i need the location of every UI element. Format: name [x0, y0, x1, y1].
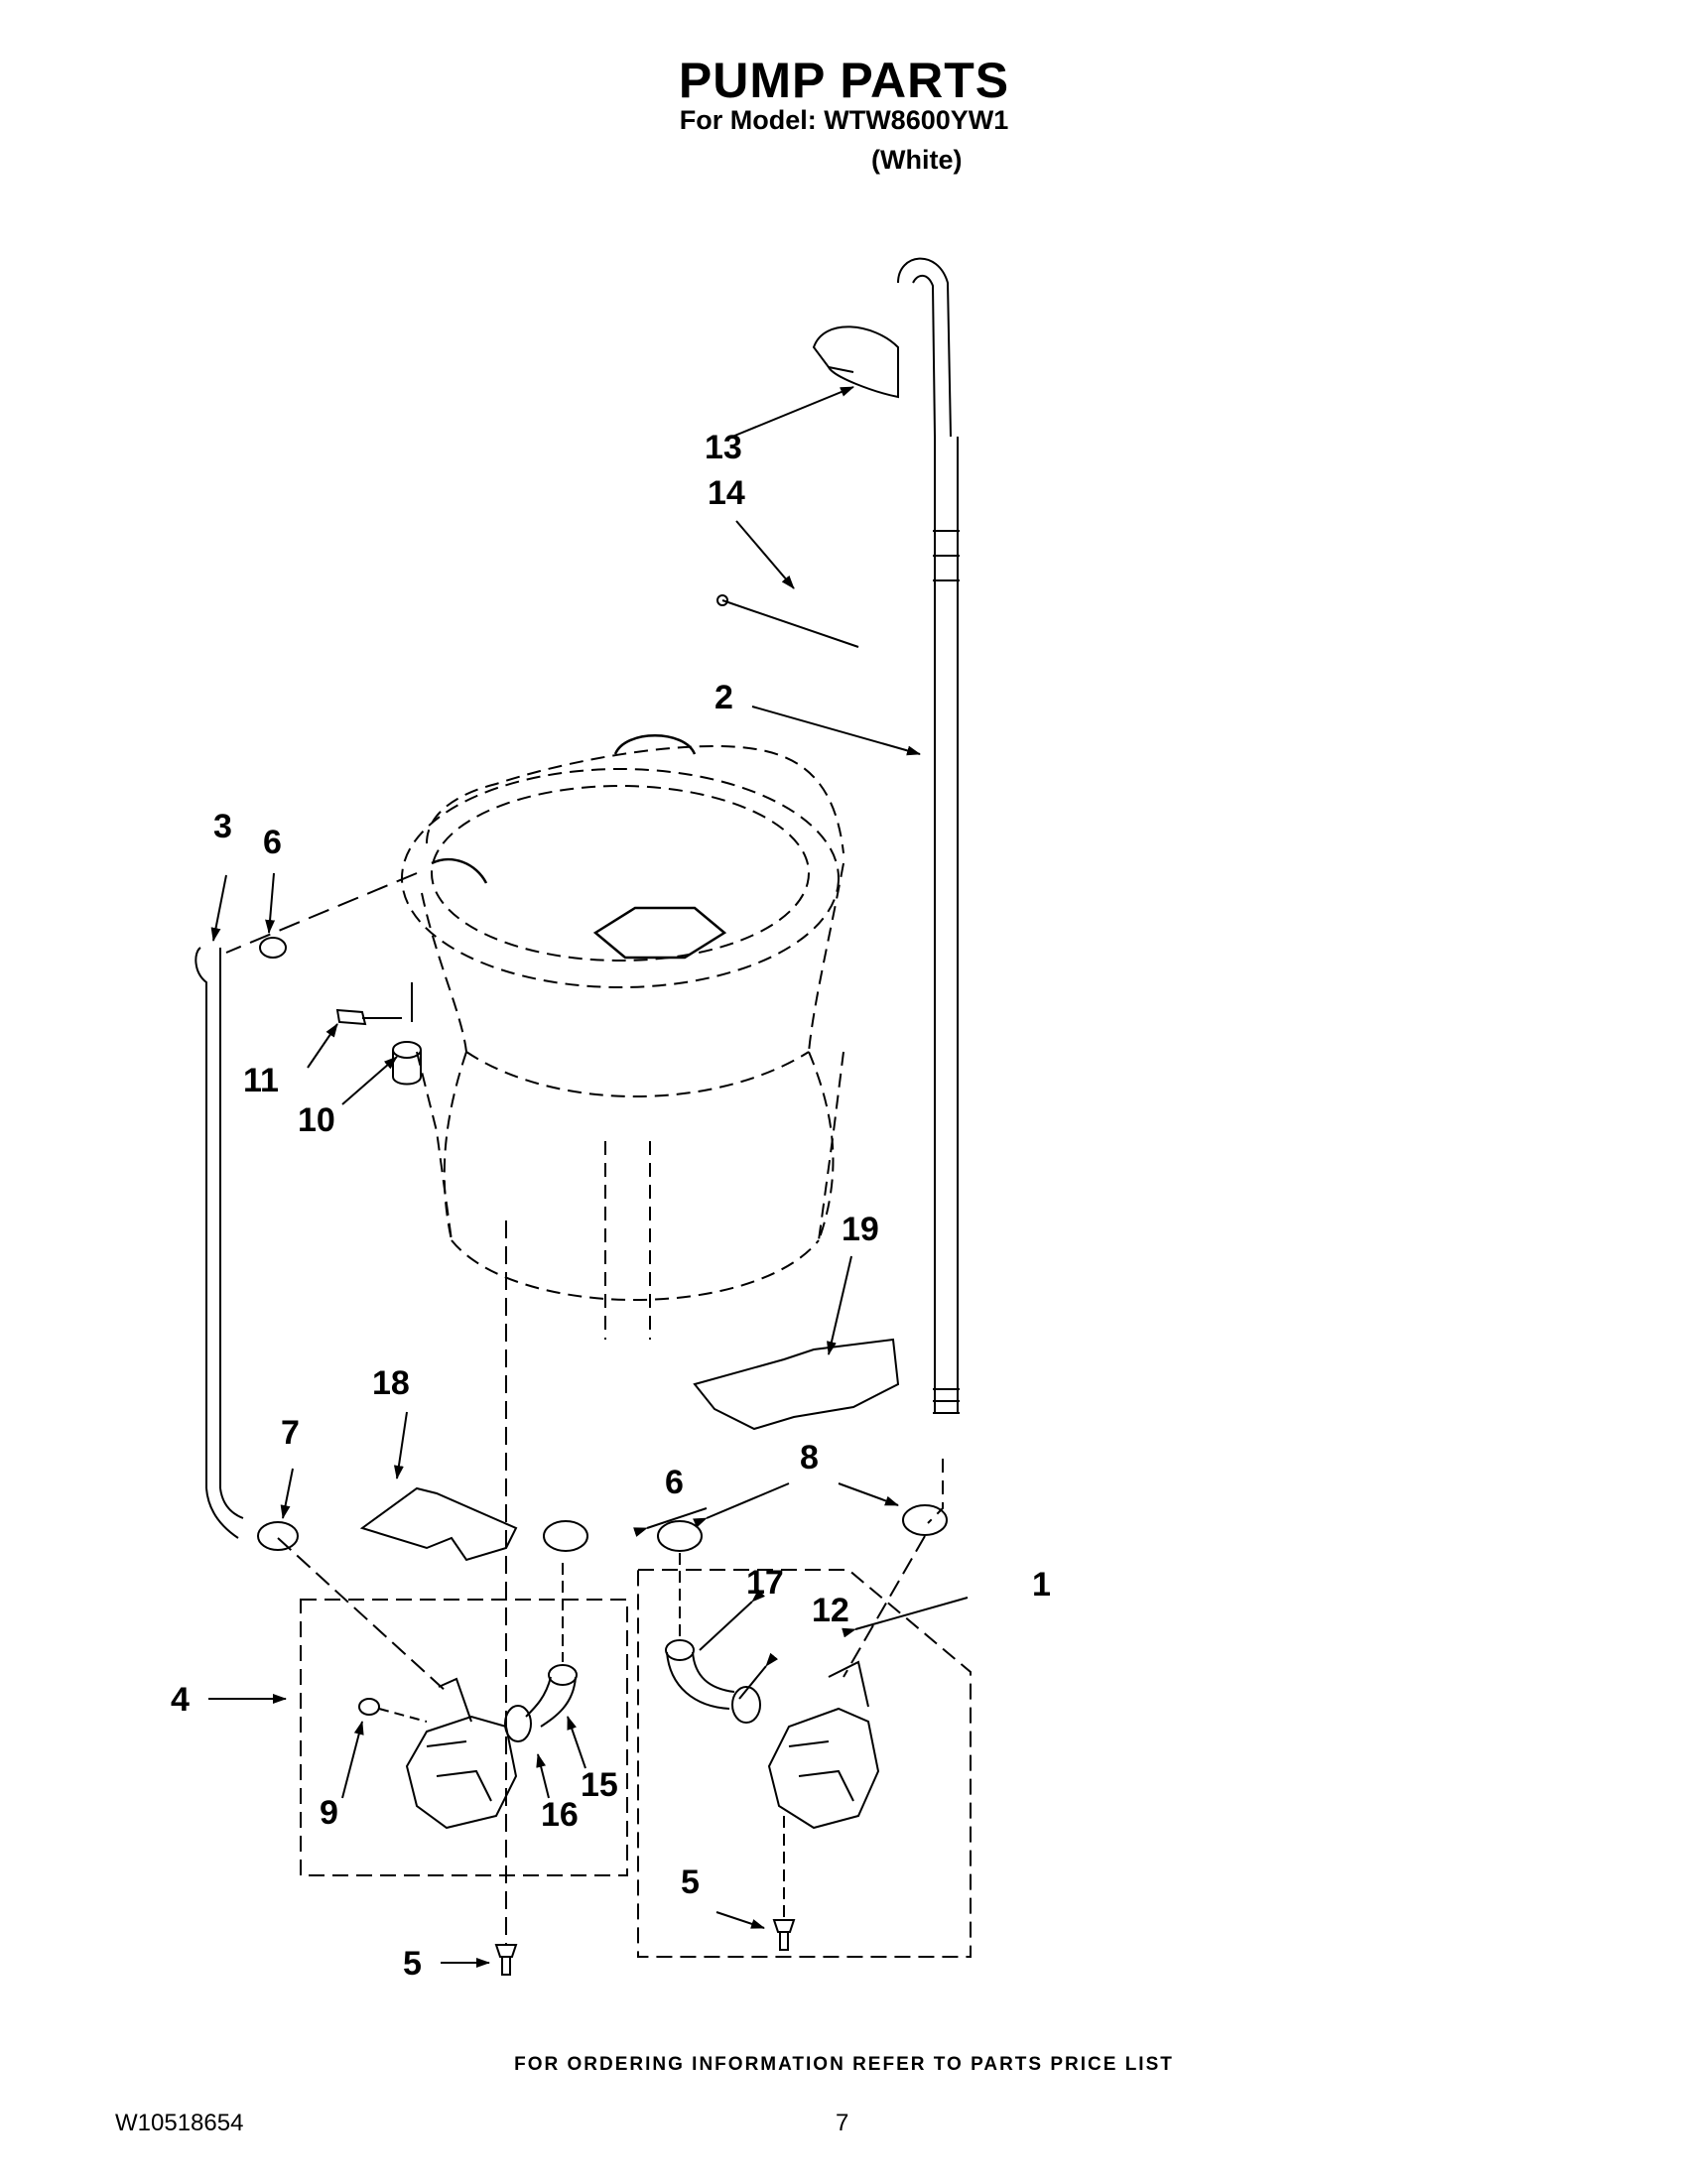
hose-clip	[812, 325, 899, 399]
callout-2: 2	[714, 679, 733, 716]
pump-assembly-box-4	[300, 1599, 628, 1876]
callout-6-lower: 6	[665, 1464, 684, 1501]
callout-18: 18	[372, 1364, 410, 1402]
callout-1: 1	[1032, 1566, 1051, 1604]
cable-tie	[716, 594, 859, 648]
pump-hose-left	[195, 872, 418, 1539]
drain-pump-right	[767, 1535, 926, 1920]
callout-8: 8	[800, 1439, 819, 1477]
pump-shield-right	[693, 1338, 900, 1431]
callout-3: 3	[213, 808, 232, 845]
callout-5-left: 5	[403, 1945, 422, 1983]
callout-14: 14	[708, 474, 745, 512]
pump-seal-left	[504, 1705, 532, 1742]
tub-bracket	[392, 982, 422, 1086]
hose-clamp-6-lower	[543, 1520, 588, 1552]
pump-elbow-right	[665, 1553, 735, 1710]
callout-16: 16	[541, 1796, 579, 1834]
callout-4: 4	[171, 1681, 190, 1719]
document-number: W10518654	[115, 2110, 244, 2136]
callout-9: 9	[320, 1794, 338, 1832]
tub-screw	[335, 1008, 402, 1026]
callout-11: 11	[243, 1062, 279, 1099]
tub-details	[431, 734, 727, 960]
callout-7: 7	[281, 1414, 300, 1452]
callout-15: 15	[581, 1766, 618, 1804]
callout-5-right: 5	[681, 1863, 700, 1901]
drain-pump-left	[277, 1220, 518, 1945]
ordering-note: FOR ORDERING INFORMATION REFER TO PARTS …	[514, 2054, 1174, 2075]
page-number: 7	[836, 2110, 849, 2136]
callout-10: 10	[298, 1101, 335, 1139]
drain-hose	[897, 257, 960, 1524]
hose-clamp-8-right	[902, 1504, 948, 1536]
model-line: For Model: WTW8600YW1	[679, 105, 1009, 135]
color-line: (White)	[871, 145, 963, 175]
leader-lines	[208, 386, 969, 1968]
callout-12: 12	[812, 1592, 849, 1629]
pump-screw-left	[494, 1944, 518, 1976]
pump-elbow-left	[525, 1563, 578, 1728]
callout-labels: 1 2 3 4 5 5 6 6 7 8 9 10 11 12 13 14 15 …	[171, 429, 1051, 1983]
pump-cap	[358, 1698, 428, 1723]
pump-seal-right	[731, 1686, 761, 1724]
tub-outline	[401, 744, 844, 1340]
hose-clamp-upper	[259, 937, 287, 959]
hose-clamp-8-left	[657, 1520, 703, 1552]
hose-clamp-7	[257, 1521, 299, 1551]
page-title: PUMP PARTS	[678, 53, 1010, 108]
pump-screw-right	[772, 1919, 796, 1951]
pump-shield-left	[359, 1486, 518, 1562]
callout-13: 13	[705, 429, 742, 466]
pump-assembly-box-1	[637, 1569, 972, 1958]
callout-19: 19	[842, 1211, 879, 1248]
callout-6-upper: 6	[263, 824, 282, 861]
callout-17: 17	[746, 1564, 784, 1602]
